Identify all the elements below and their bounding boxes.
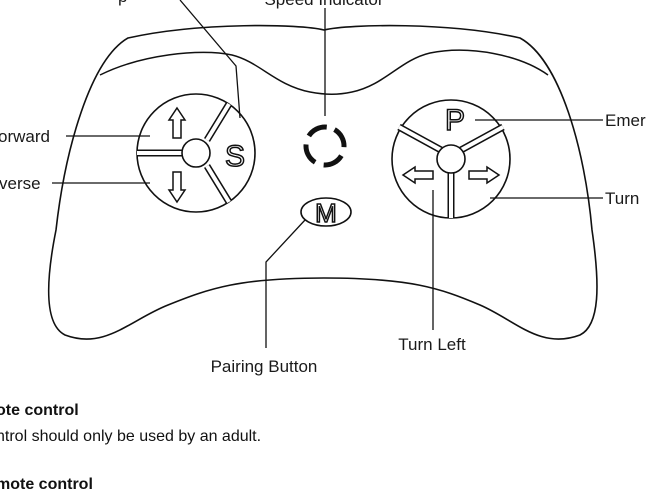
turn-right-arrow-icon[interactable] bbox=[468, 165, 501, 185]
controller-top-contour bbox=[99, 49, 549, 95]
section-heading-2: mote control bbox=[0, 476, 93, 493]
park-button[interactable]: P bbox=[444, 103, 466, 138]
reverse-label: verse bbox=[0, 174, 41, 193]
turn-right-label: Turn bbox=[605, 189, 639, 208]
forward-label: orward bbox=[0, 127, 50, 146]
pairing-button[interactable]: M bbox=[314, 197, 337, 229]
top-left-label: p bbox=[118, 0, 127, 6]
right-button-cluster: P bbox=[391, 99, 511, 219]
forward-arrow-icon[interactable] bbox=[167, 106, 187, 139]
speed-indicator-light bbox=[303, 124, 347, 168]
remote-control-diagram: S M P p Speed Indicator orward verse bbox=[0, 0, 646, 376]
left-button-cluster: S bbox=[136, 93, 256, 213]
turn-left-label: Turn Left bbox=[398, 335, 466, 354]
speed-button[interactable]: S bbox=[224, 139, 246, 174]
speed-indicator-label: Speed Indicator bbox=[264, 0, 383, 9]
controller-outline bbox=[47, 24, 598, 340]
leader-lines bbox=[52, 0, 603, 348]
pairing-button-label: Pairing Button bbox=[211, 357, 318, 376]
section-heading-1: ote control bbox=[0, 402, 79, 419]
reverse-arrow-icon[interactable] bbox=[167, 171, 187, 204]
pairing-button-shape[interactable] bbox=[300, 197, 352, 227]
turn-left-arrow-icon[interactable] bbox=[401, 165, 434, 185]
section-body-1: ntrol should only be used by an adult. bbox=[0, 428, 262, 445]
emergency-label: Emer bbox=[605, 111, 646, 130]
